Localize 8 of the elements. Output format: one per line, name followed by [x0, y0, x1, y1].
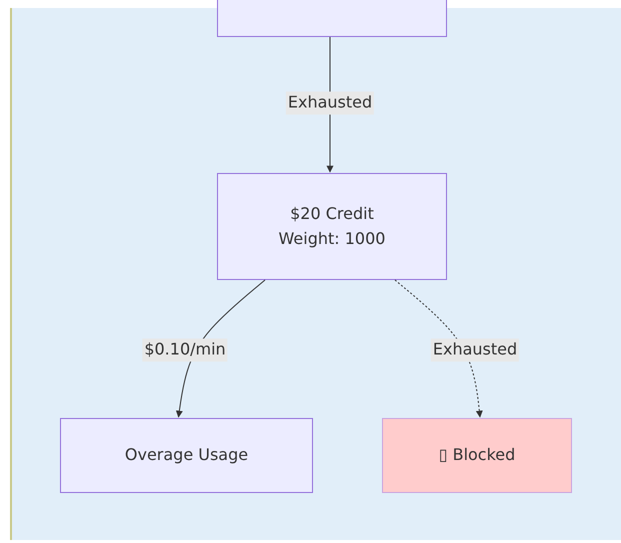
node-label: ▯ Blocked	[438, 444, 516, 466]
arrow	[394, 280, 483, 418]
edge-label: $0.10/min	[142, 338, 228, 362]
edge-label: Exhausted	[286, 92, 374, 114]
process-box	[217, 0, 447, 37]
edge-label: Exhausted	[430, 338, 520, 362]
node-label: $20 Credit Weight: 1000	[278, 202, 386, 250]
node-label: Overage Usage	[124, 444, 248, 466]
